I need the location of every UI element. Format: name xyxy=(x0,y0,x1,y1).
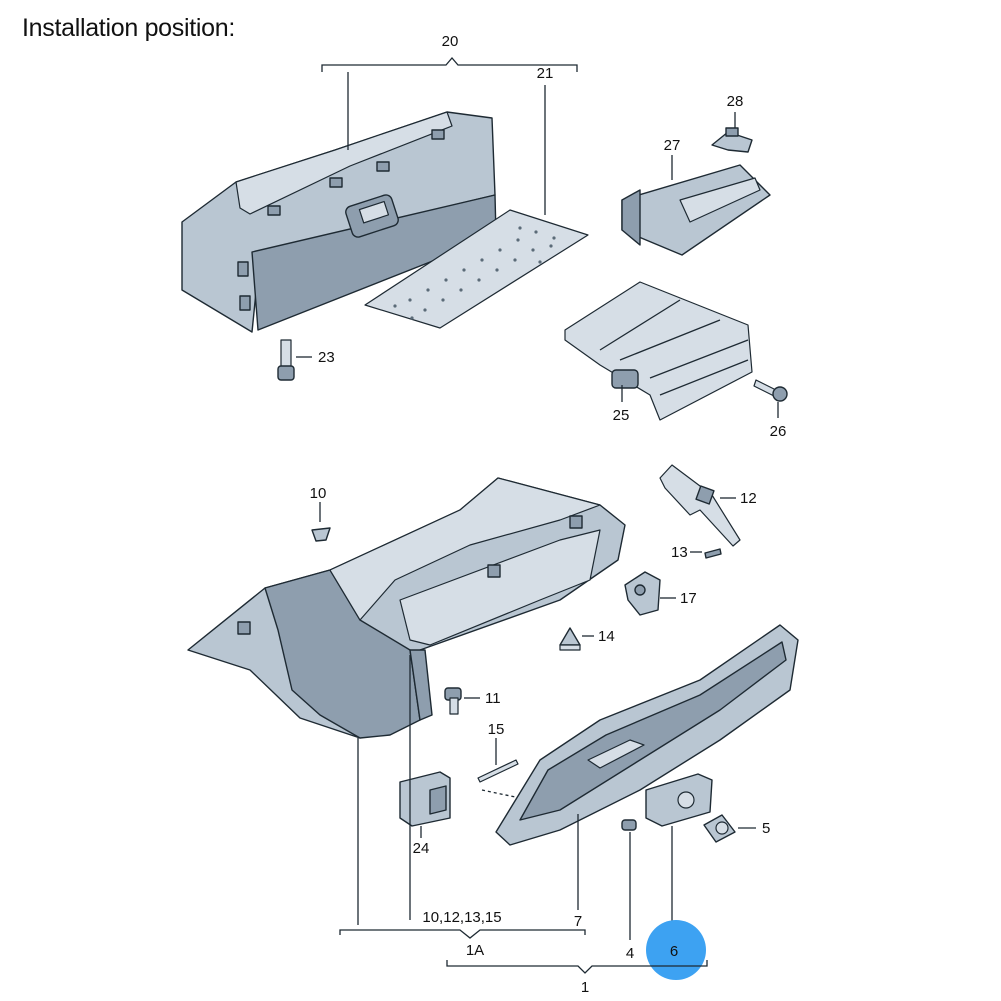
brace-20 xyxy=(321,57,578,72)
part-26-screw[interactable] xyxy=(753,379,788,402)
part-10-clip[interactable] xyxy=(311,527,331,542)
part-27-storage-tray[interactable] xyxy=(621,164,771,256)
label-14: 14 xyxy=(598,628,615,645)
part-glovebox-housing[interactable] xyxy=(187,477,626,739)
label-23: 23 xyxy=(318,349,335,366)
page-title: Installation position: xyxy=(22,14,235,42)
label-26: 26 xyxy=(770,423,787,440)
part-24-switch[interactable] xyxy=(399,771,451,827)
part-6-lock[interactable] xyxy=(645,773,713,827)
label-20: 20 xyxy=(442,33,459,50)
label-24: 24 xyxy=(413,840,430,857)
label-15: 15 xyxy=(488,721,505,738)
part-14-bump-stop[interactable] xyxy=(559,627,581,651)
brace-1 xyxy=(446,960,708,974)
label-10: 10 xyxy=(310,485,327,502)
label-6: 6 xyxy=(670,943,678,960)
label-5: 5 xyxy=(762,820,770,837)
label-28: 28 xyxy=(727,93,744,110)
part-17-bracket[interactable] xyxy=(624,571,661,616)
part-11-screw[interactable] xyxy=(444,687,462,715)
brace-1A xyxy=(339,929,586,939)
label-17: 17 xyxy=(680,590,697,607)
label-12: 12 xyxy=(740,490,757,507)
highlight-marker[interactable] xyxy=(646,920,706,980)
label-4: 4 xyxy=(626,945,634,962)
part-20-storage-box[interactable] xyxy=(181,111,497,333)
label-7: 7 xyxy=(574,913,582,930)
part-7-lid[interactable] xyxy=(495,624,799,846)
label-13: 13 xyxy=(671,544,688,561)
label-27: 27 xyxy=(664,137,681,154)
part-21-mat[interactable] xyxy=(364,209,589,329)
part-25-frame[interactable] xyxy=(564,281,753,421)
label-1A: 1A xyxy=(466,942,484,959)
part-4-screw[interactable] xyxy=(621,819,637,831)
part-12-lever[interactable] xyxy=(659,464,741,547)
label-group-a: 10,12,13,15 xyxy=(422,909,501,926)
part-23-bolt[interactable] xyxy=(277,339,295,381)
label-1: 1 xyxy=(581,979,589,996)
part-15-rod[interactable] xyxy=(477,759,521,799)
part-28-clip[interactable] xyxy=(711,127,753,153)
part-13-pin[interactable] xyxy=(704,548,722,559)
part-5-lock-insert[interactable] xyxy=(703,814,736,843)
label-25: 25 xyxy=(613,407,630,424)
label-11: 11 xyxy=(485,690,501,707)
label-21: 21 xyxy=(537,65,554,82)
